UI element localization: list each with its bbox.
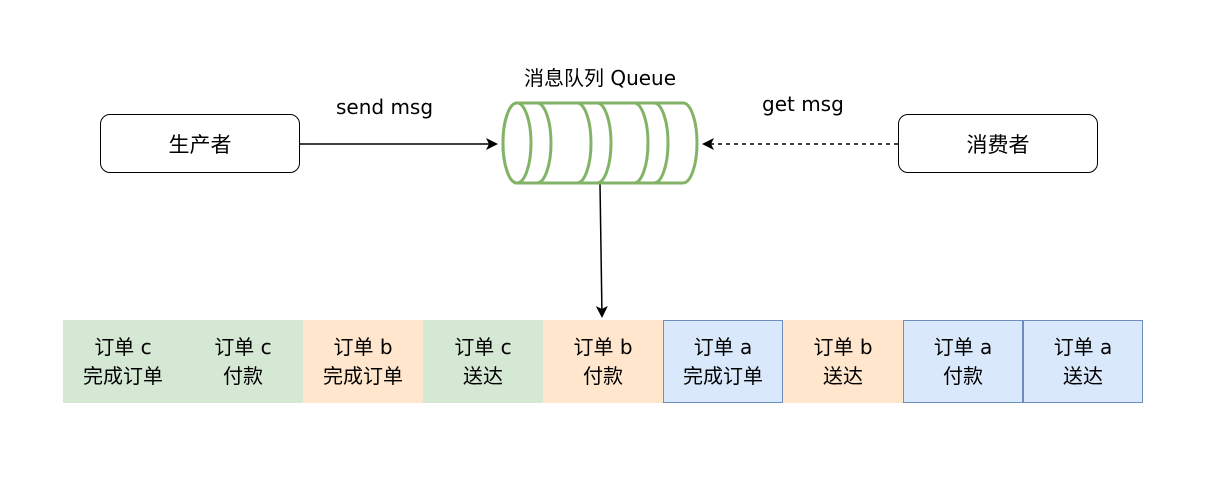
cell-event-label: 完成订单: [683, 363, 763, 388]
cell-event-label: 付款: [223, 363, 263, 388]
order-cell: 订单 b 完成订单: [303, 320, 423, 403]
cell-order-label: 订单 a: [1053, 334, 1113, 359]
order-cell: 订单 a 付款: [903, 320, 1023, 403]
cell-order-label: 订单 c: [454, 334, 512, 359]
cell-event-label: 送达: [463, 363, 503, 388]
consumer-label: 消费者: [966, 132, 1030, 157]
cell-order-label: 订单 b: [573, 334, 633, 359]
send-msg-label: send msg: [336, 95, 434, 119]
queue-label: 消息队列 Queue: [523, 66, 677, 90]
cell-order-label: 订单 b: [333, 334, 393, 359]
cell-event-label: 付款: [583, 363, 623, 388]
cell-order-label: 订单 c: [214, 334, 272, 359]
queue-to-orders-arrow: [595, 183, 608, 318]
cell-order-label: 订单 b: [813, 334, 873, 359]
order-cell: 订单 a 完成订单: [663, 320, 783, 403]
cell-event-label: 付款: [943, 363, 983, 388]
order-cell: 订单 c 付款: [183, 320, 303, 403]
cell-event-label: 送达: [823, 363, 863, 388]
order-strip: 订单 c 完成订单 订单 c 付款 订单 b 完成订单 订单 c 送达 订单 b…: [63, 320, 1143, 403]
producer-node: 生产者: [100, 114, 300, 173]
cell-event-label: 送达: [1063, 363, 1103, 388]
order-cell: 订单 b 付款: [543, 320, 663, 403]
cell-order-label: 订单 a: [693, 334, 753, 359]
cell-event-label: 完成订单: [323, 363, 403, 388]
queue-cylinder-icon: [501, 101, 699, 185]
get-msg-label: get msg: [762, 92, 844, 116]
consumer-node: 消费者: [898, 114, 1098, 173]
order-cell: 订单 c 完成订单: [63, 320, 183, 403]
order-cell: 订单 c 送达: [423, 320, 543, 403]
cell-order-label: 订单 a: [933, 334, 993, 359]
producer-label: 生产者: [168, 132, 232, 157]
order-cell: 订单 a 送达: [1023, 320, 1143, 403]
order-cell: 订单 b 送达: [783, 320, 903, 403]
cell-order-label: 订单 c: [94, 334, 152, 359]
cell-event-label: 完成订单: [83, 363, 163, 388]
